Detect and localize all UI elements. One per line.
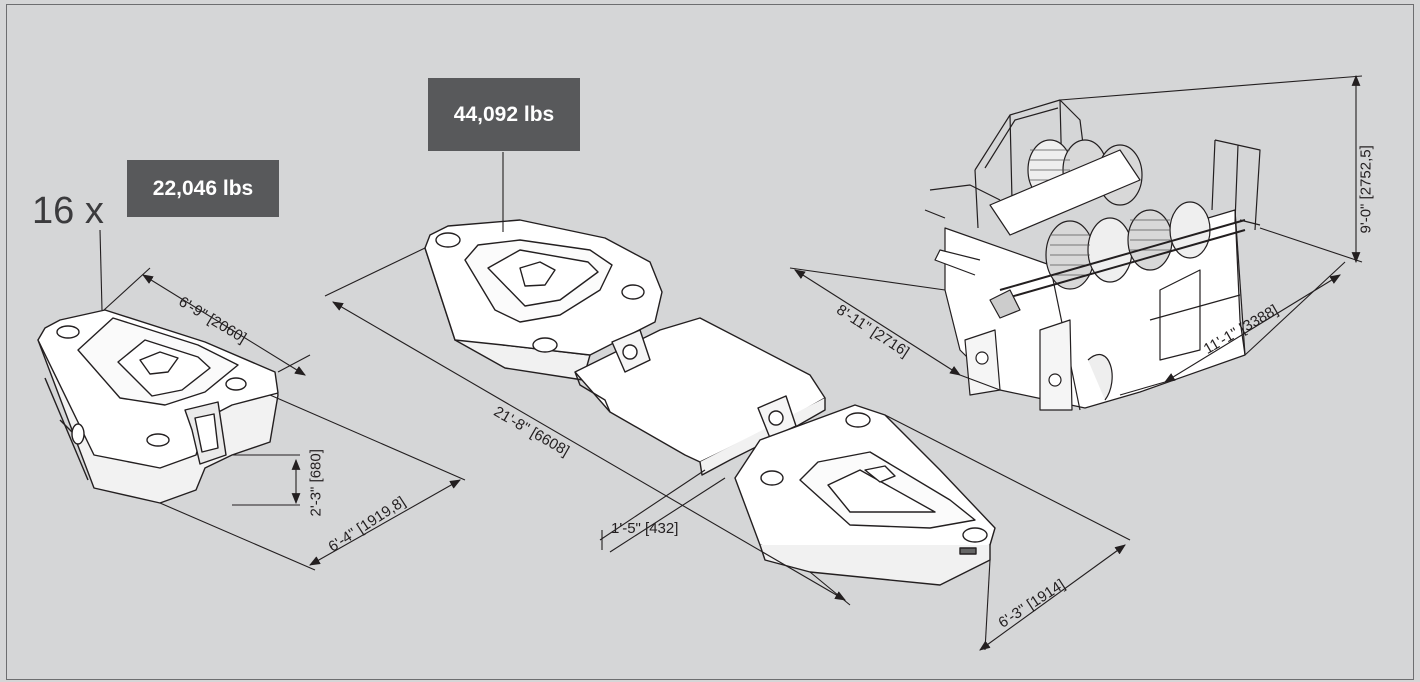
dim-label-winch-height: 9'-0" [2752,5] <box>1357 145 1375 234</box>
dim-label-base-plate-thickness: 1'-5" [432] <box>611 520 679 537</box>
dimension-lines <box>99 74 1363 651</box>
winch-module <box>924 99 1261 411</box>
quantity-label: 16 x <box>32 190 104 232</box>
weight-badge-base-plate: 44,092 lbs <box>428 78 580 151</box>
drawing-frame <box>6 4 1414 680</box>
dim-label-counterweight-height: 2'-3" [680] <box>307 449 325 517</box>
base-plate <box>424 219 996 586</box>
weight-badge-counterweight: 22,046 lbs <box>127 160 279 217</box>
